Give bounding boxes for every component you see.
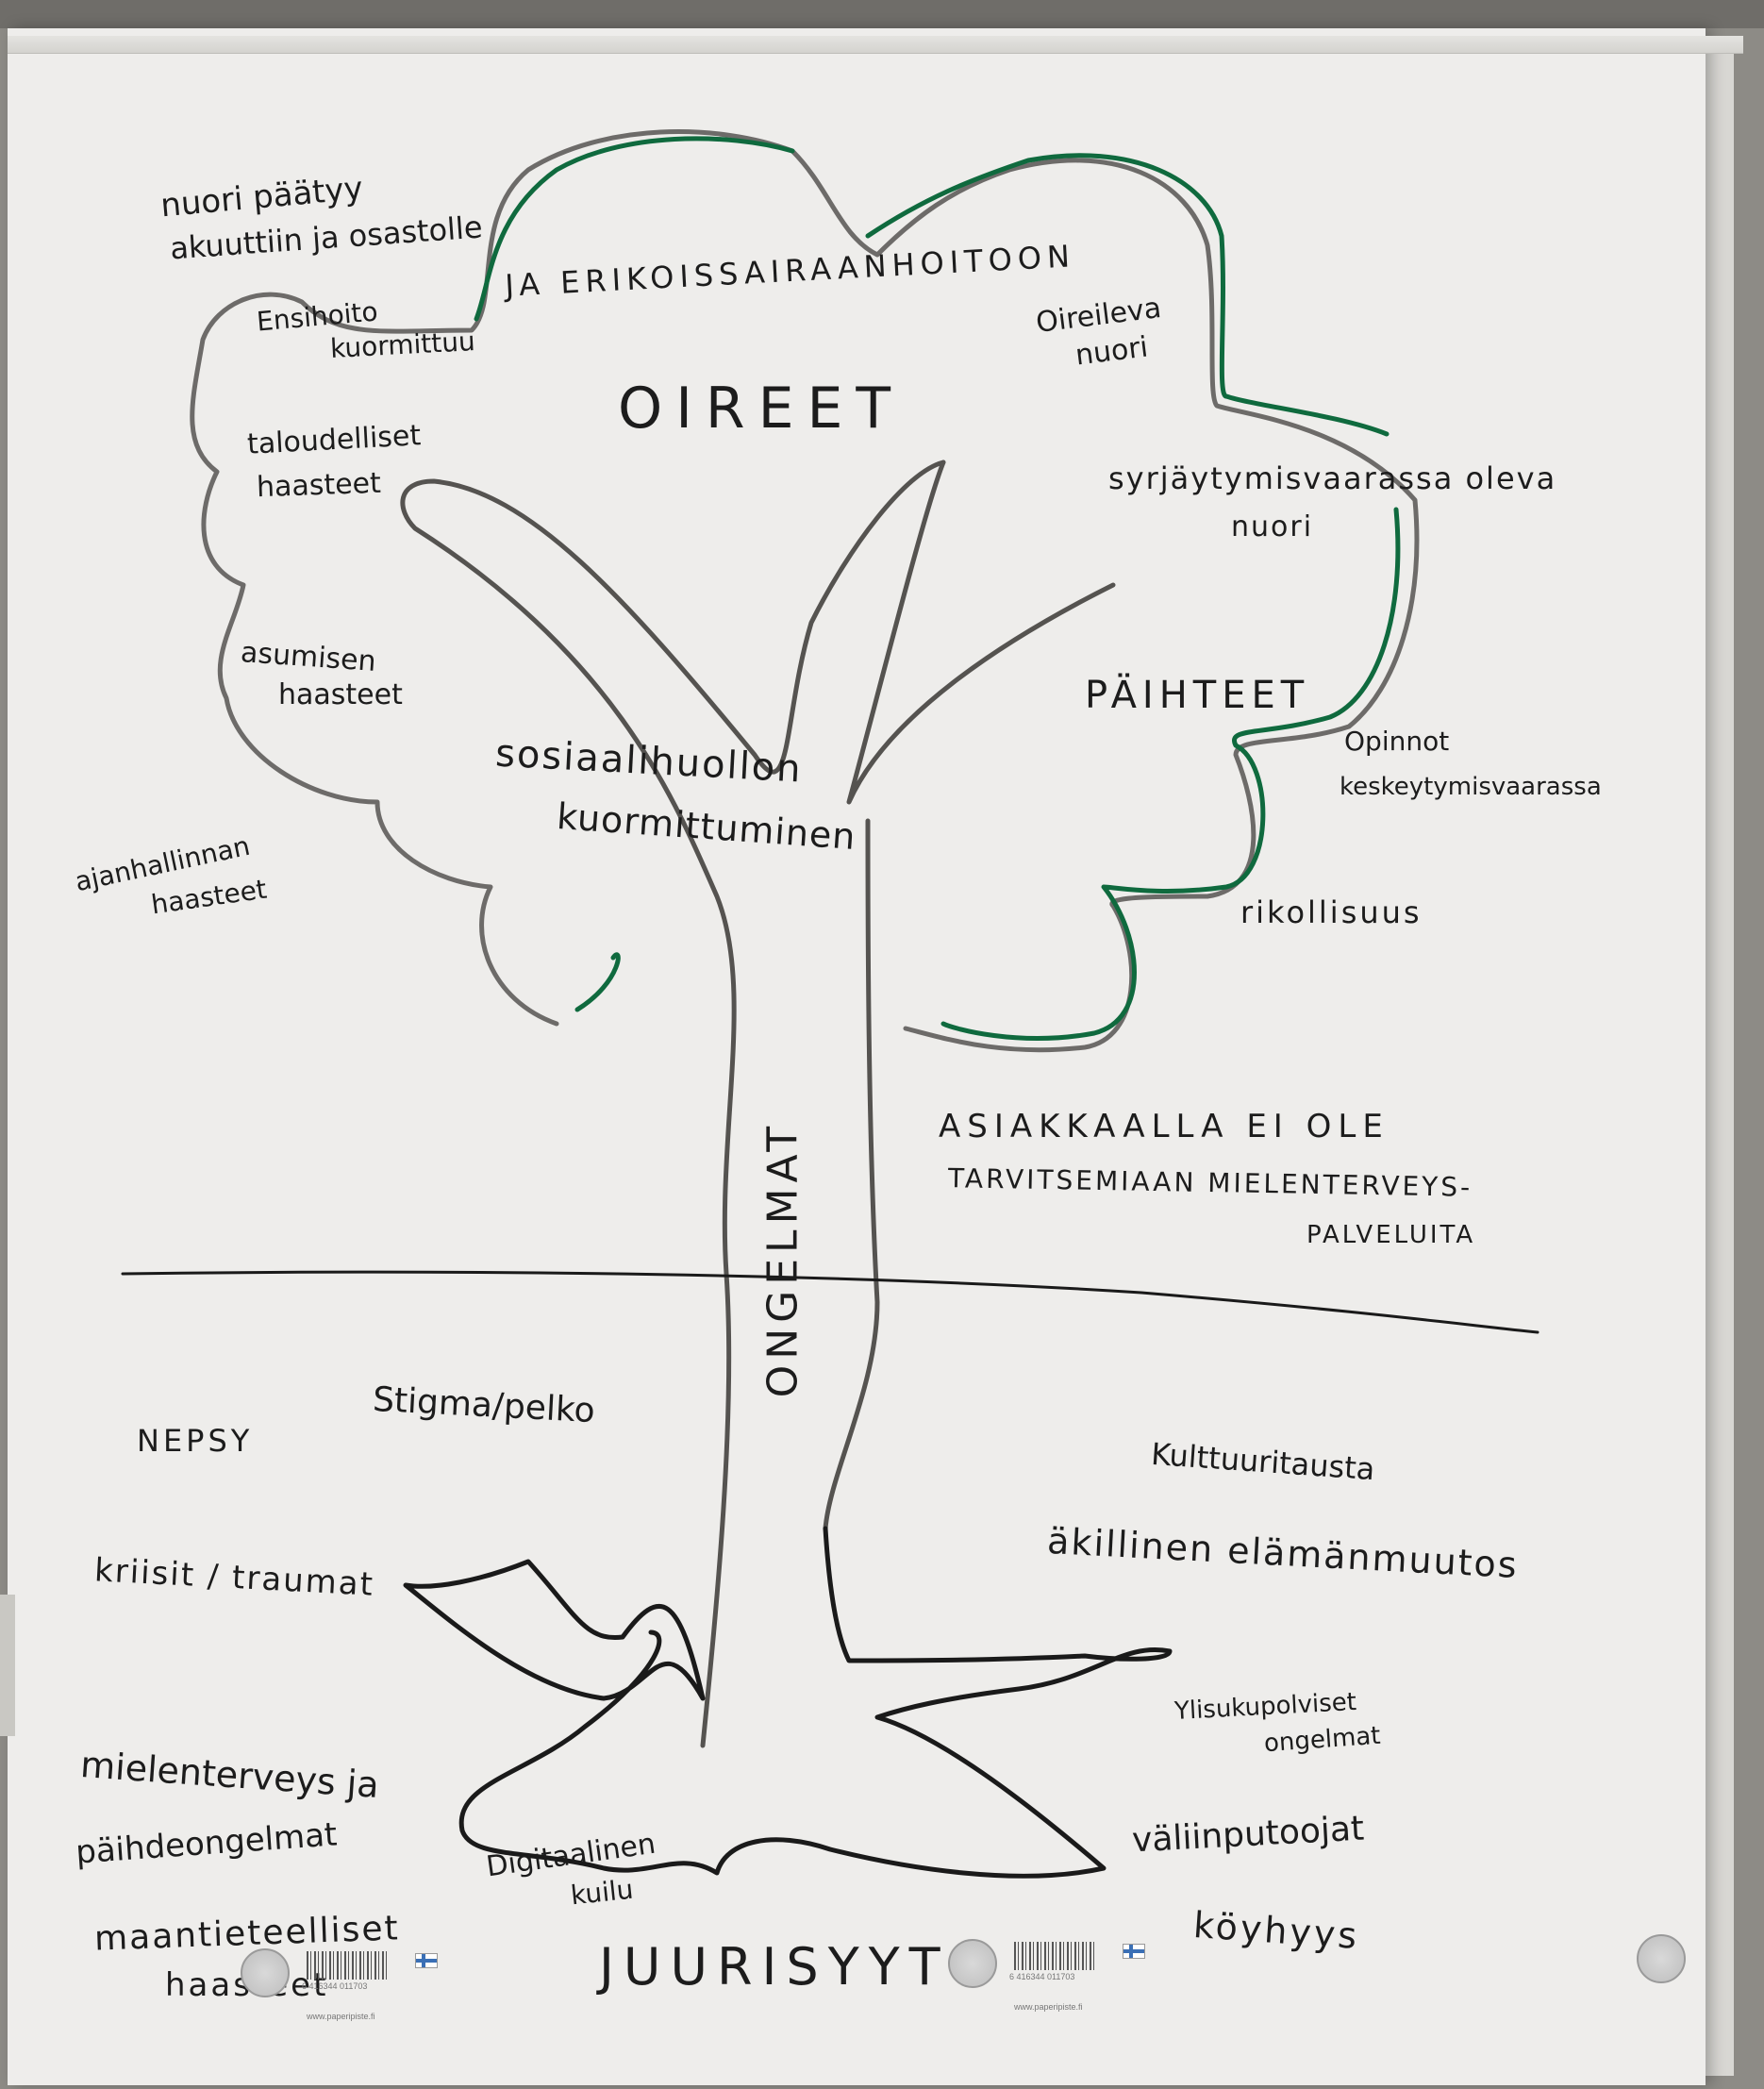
roots-title: JUURISYYT <box>599 1937 950 1997</box>
barcode-graphic-2 <box>1014 1942 1095 1970</box>
paper-url: www.paperipiste.fi <box>307 2012 375 2021</box>
label-services-line-3: PALVELUITA <box>1306 1221 1476 1249</box>
flipchart-sheet <box>8 28 1706 2085</box>
label-housing-line-2: haasteet <box>278 678 403 711</box>
label-exclusion-line-1: syrjäytymisvaarassa oleva <box>1108 460 1557 496</box>
label-studies-line-2: keskeytymisvaarassa <box>1340 773 1602 801</box>
flipchart-fold <box>8 36 1743 54</box>
trunk-label: ONGELMAT <box>758 1120 807 1398</box>
label-exclusion-line-2: nuori <box>1231 510 1314 543</box>
eco-label-icon-2 <box>948 1939 997 1988</box>
label-substances: PÄIHTEET <box>1085 674 1310 717</box>
crown-outline-gray <box>190 129 1420 1053</box>
label-studies-line-1: Opinnot <box>1344 726 1450 757</box>
ground-line <box>121 1270 1539 1334</box>
barcode-number-2: 6 416344 011703 <box>1009 1972 1075 1981</box>
paper-url-2: www.paperipiste.fi <box>1014 2002 1083 2012</box>
label-nepsy: NEPSY <box>137 1423 254 1459</box>
crown-outline-green <box>474 136 1401 1041</box>
eco-label-icon-3 <box>1637 1934 1686 1983</box>
label-services-line-1: ASIAKKAALLA EI OLE <box>939 1108 1390 1145</box>
label-digital-line-2: kuilu <box>569 1873 635 1912</box>
finland-flag-icon <box>415 1953 438 1968</box>
barcode-number: 6 416344 011703 <box>302 1981 368 1991</box>
roots-lines <box>403 1526 1173 1879</box>
trunk-left-line <box>400 460 946 1748</box>
wall-strip <box>0 1595 15 1736</box>
finland-flag-icon-2 <box>1123 1944 1145 1959</box>
barcode-graphic <box>307 1951 388 1980</box>
crown-title: OIREET <box>618 376 905 442</box>
label-economic-line-2: haasteet <box>256 466 382 505</box>
trunk-right-line <box>823 460 1116 1531</box>
easel-top-bar <box>0 0 1764 28</box>
label-crime: rikollisuus <box>1240 894 1423 930</box>
eco-label-icon <box>241 1948 290 1997</box>
